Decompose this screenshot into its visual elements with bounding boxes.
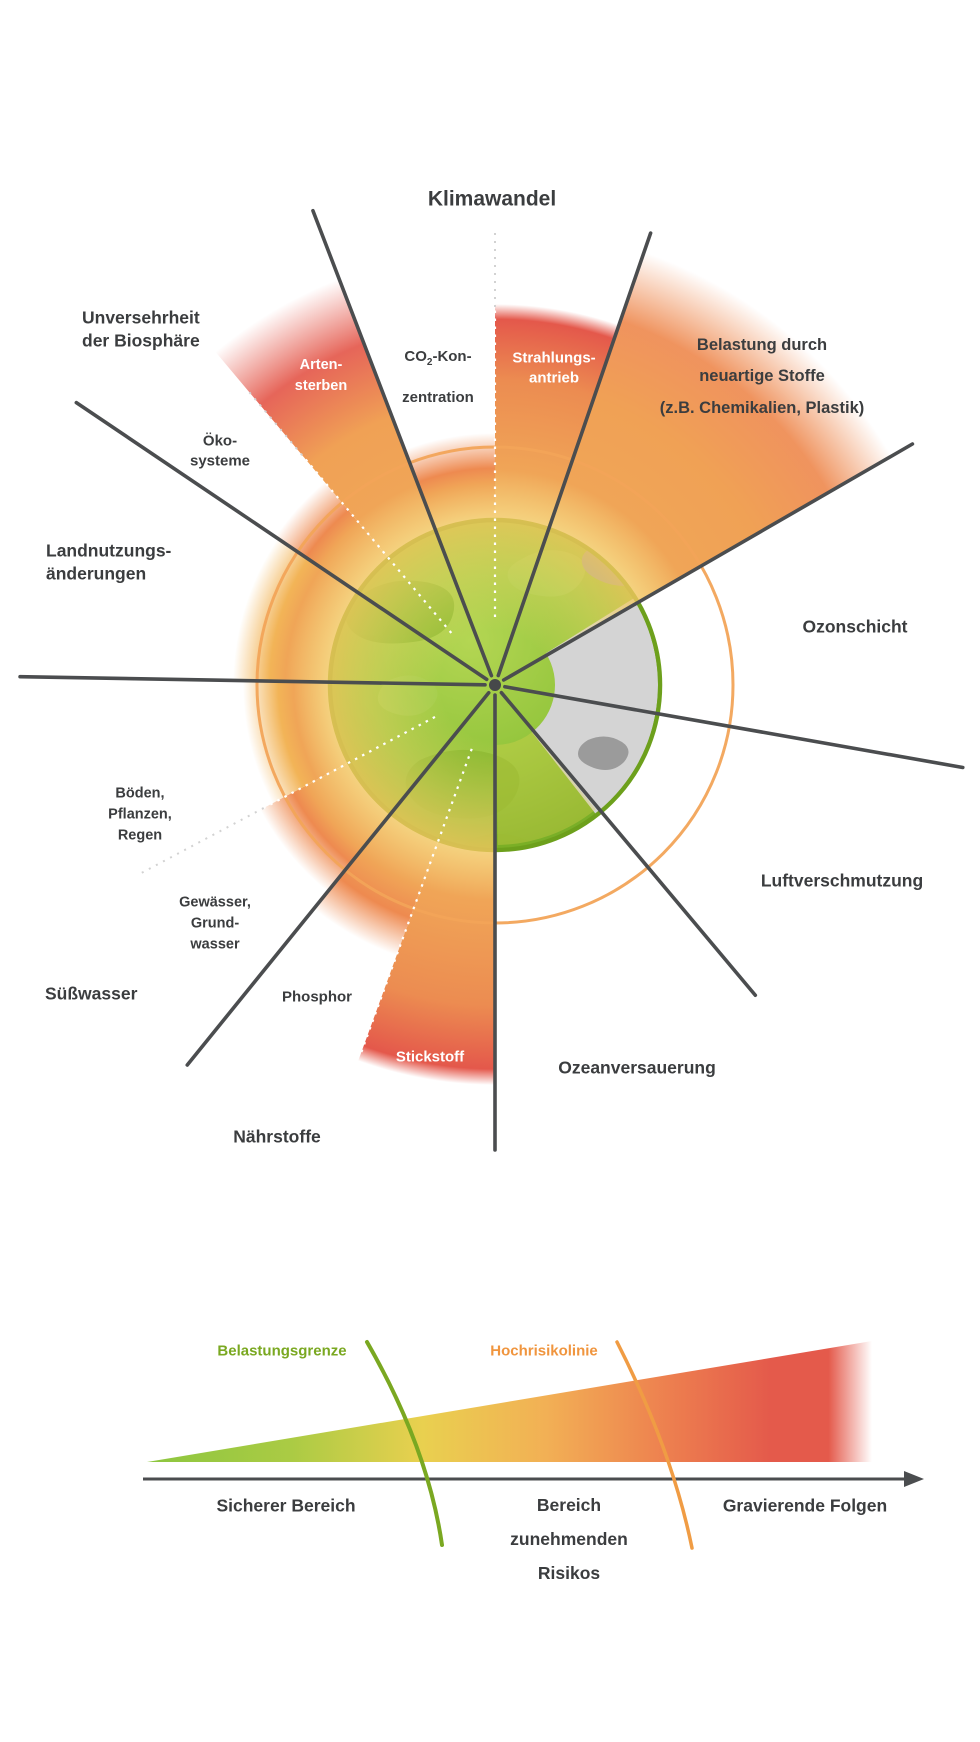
sector-label-belastung: Belastung durch neuartige Stoffe (z.B. C… (659, 335, 865, 417)
subsector-label-strahlungsantrieb: Strahlungs- antrieb (512, 349, 596, 387)
legend-highrisk-curve (615, 1340, 694, 1550)
boundary-line-klimawandel-belastung (496, 231, 653, 678)
sector-label-suesswasser: Süßwasser (45, 983, 138, 1004)
boundary-line-luftverschmutzung-ozeanversauerung (499, 690, 758, 998)
sector-label-klimawandel: Klimawandel (427, 187, 557, 211)
wedge-belastung-neuartige-stoffe (509, 251, 892, 663)
subsector-label-boeden: Böden, Pflanzen, Regen (108, 785, 172, 844)
divider-gewaesser-boeden (263, 715, 436, 809)
wedge-co2-konzentration (404, 433, 495, 643)
co2-label-line1: CO2-Kon- (404, 347, 472, 368)
legend-label-hochrisikolinie: Hochrisikolinie (490, 1342, 598, 1360)
wedge-ozeanversauerung-tint (496, 731, 596, 845)
wedge-strahlungsantrieb (495, 304, 620, 643)
legend-zone-safe: Sicherer Bereich (216, 1495, 356, 1516)
sector-boundary-lines (18, 208, 965, 1152)
wedge-boeden-pflanzen-regen (242, 680, 456, 804)
subsector-label-phosphor: Phosphor (282, 988, 352, 1006)
boundary-line-suesswasser-landnutzung (18, 674, 487, 687)
gray-crescent (531, 598, 658, 814)
legend-axis-arrowhead (904, 1471, 924, 1487)
divider-oekosysteme-artensterben (301, 454, 453, 634)
subsector-label-artensterben: Arten- sterben (294, 356, 348, 394)
wedge-artensterben (215, 278, 479, 651)
legend-graphic (143, 1340, 924, 1550)
wedge-oekosysteme (275, 481, 467, 660)
subsector-label-co2: CO2-Kon- zentration (402, 327, 474, 408)
co2-label-line2: zentration (402, 388, 474, 406)
legend-label-belastungsgrenze: Belastungsgrenze (217, 1342, 347, 1360)
sector-label-naehrstoffe: Nährstoffe (233, 1126, 321, 1147)
boundary-line-belastung-ozonschicht (501, 442, 915, 682)
boundary-line-biosphaere-klimawandel (311, 208, 494, 678)
divider-stickstoff-phosphor (358, 748, 473, 1058)
sector-label-biosphaere: Unversehrheit der Biosphäre (82, 307, 200, 350)
wedge-phosphor (313, 719, 480, 956)
wedge-gewaesser-grundwasser (260, 706, 467, 892)
sub-sector-dividers (141, 233, 497, 1058)
sector-label-ozonschicht: Ozonschicht (802, 616, 908, 637)
boundary-line-naehrstoffe-suesswasser (185, 690, 491, 1067)
wedge-stickstoff (358, 727, 495, 1085)
sector-label-landnutzung: Landnutzungs- änderungen (46, 540, 172, 583)
co2-subscript: 2 (426, 356, 433, 368)
legend-boundary-curve (365, 1340, 444, 1547)
status-wedges (215, 251, 892, 1085)
sector-label-luftverschmutzung: Luftverschmutzung (760, 870, 924, 891)
wedge-landnutzungsaenderungen (233, 538, 458, 685)
subsector-label-stickstoff: Stickstoff (395, 1048, 465, 1066)
boundary-line-ozonschicht-luftverschmutzung (503, 684, 965, 770)
subsector-label-gewaesser: Gewässer, Grund- wasser (179, 894, 251, 953)
boundary-line-landnutzung-biosphaere (74, 400, 489, 682)
subsector-label-oekosysteme: Öko- systeme (189, 432, 251, 470)
legend-zone-severe: Gravierende Folgen (722, 1495, 888, 1516)
sector-label-ozeanversauerung: Ozeanversauerung (558, 1057, 716, 1078)
legend-gradient-wedge (147, 1341, 872, 1462)
legend-zone-increasing-risk: Bereich zunehmenden Risikos (510, 1494, 628, 1584)
center-knot (489, 679, 501, 691)
